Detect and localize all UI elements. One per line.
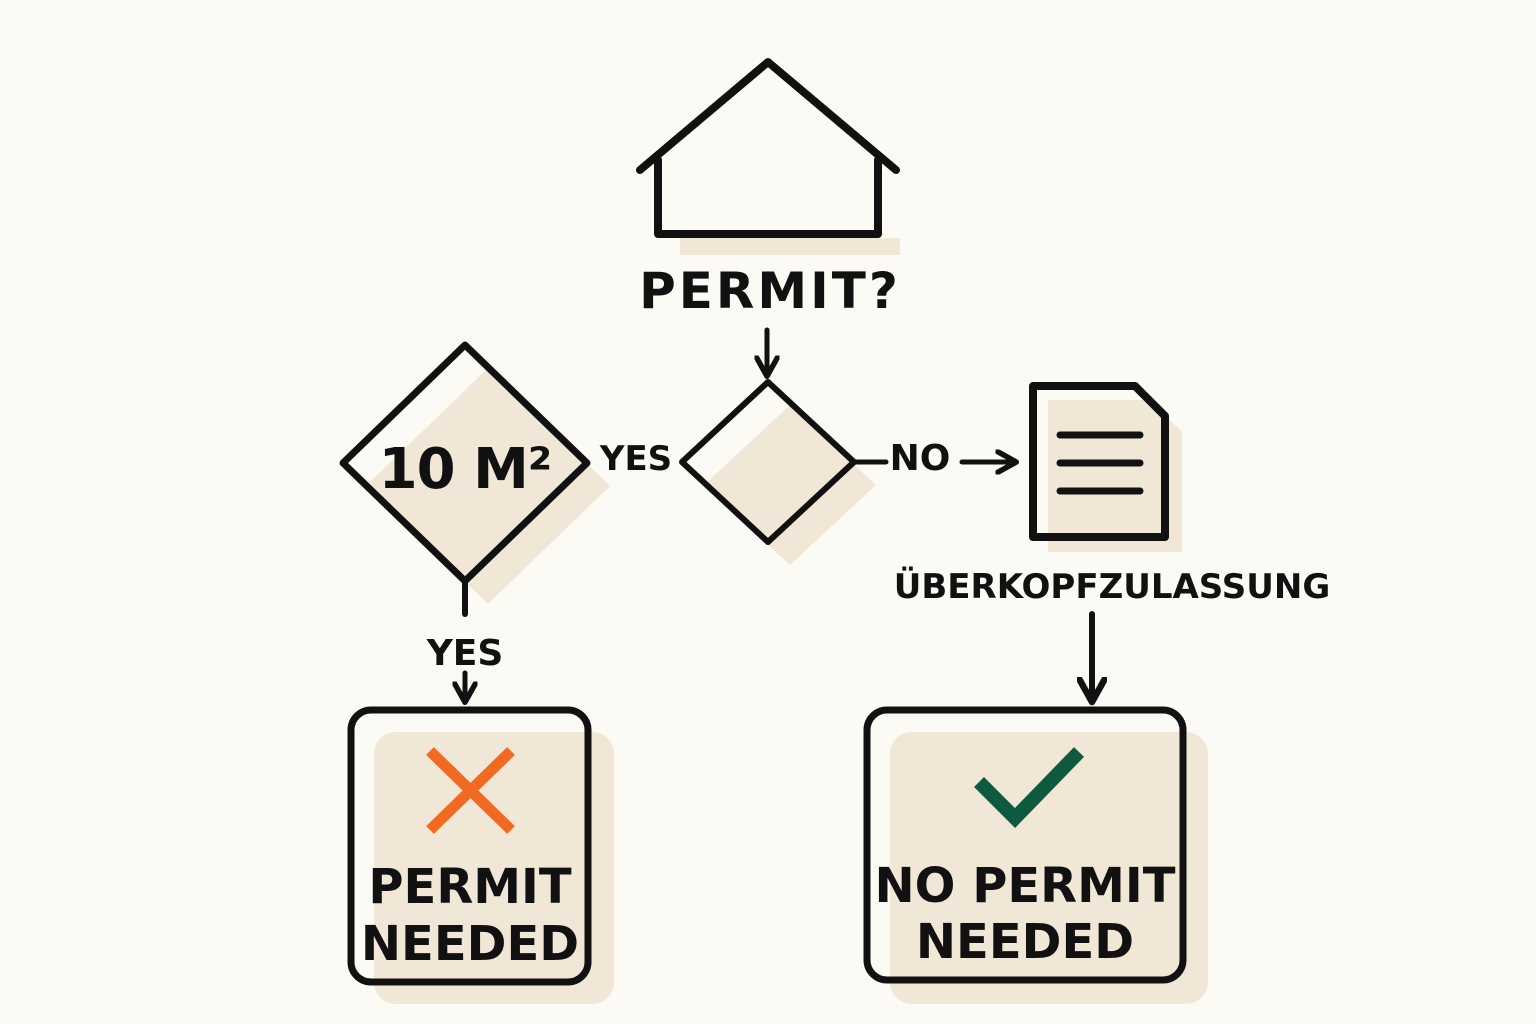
- size-diamond-label: 10 M²: [379, 437, 552, 502]
- outcome-permit-needed-line2: NEEDED: [361, 916, 579, 972]
- outcome-no-permit-needed: NO PERMIT NEEDED: [863, 706, 1208, 1004]
- question-label: PERMIT?: [639, 262, 901, 320]
- outcome-permit-needed-line1: PERMIT: [368, 859, 572, 915]
- cross-icon: [426, 747, 515, 834]
- edge-label-yes-size: YES: [599, 439, 672, 479]
- house-icon: [636, 58, 900, 255]
- edge-label-no: NO: [890, 438, 951, 479]
- document-icon: [1029, 382, 1182, 552]
- edge-label-size-yes: YES: [426, 633, 504, 674]
- outcome-no-permit-needed-line1: NO PERMIT: [875, 858, 1176, 914]
- outcome-no-permit-needed-line2: NEEDED: [916, 914, 1134, 970]
- decision-diamond: [679, 379, 876, 565]
- document-label: ÜBERKOPFZULASSUNG: [894, 566, 1330, 607]
- outcome-permit-needed: PERMIT NEEDED: [347, 706, 614, 1004]
- check-icon: [974, 747, 1085, 828]
